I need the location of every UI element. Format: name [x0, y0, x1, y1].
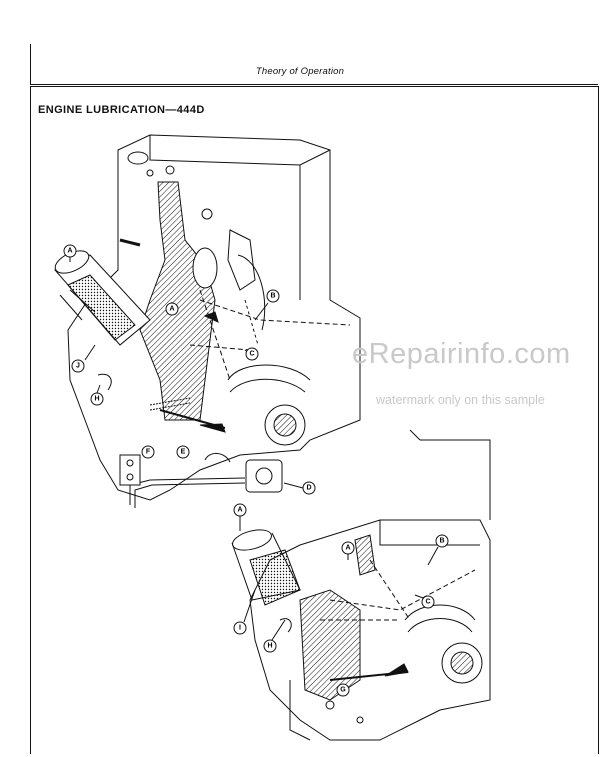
top-engine-block	[54, 134, 361, 508]
svg-text:A: A	[345, 545, 350, 552]
svg-text:A: A	[237, 507, 242, 514]
svg-text:I: I	[239, 625, 241, 632]
svg-text:A: A	[169, 306, 174, 313]
svg-text:C: C	[425, 599, 430, 606]
content-right-rule	[598, 86, 599, 754]
callout-h-top: H	[90, 392, 104, 406]
callout-h-bottom: H	[263, 639, 277, 653]
svg-text:B: B	[439, 538, 444, 545]
page-header-title: Theory of Operation	[255, 66, 345, 77]
svg-text:G: G	[340, 687, 346, 694]
callout-a-top-left: A	[63, 244, 77, 258]
svg-text:B: B	[270, 293, 275, 300]
svg-text:F: F	[146, 449, 151, 456]
callout-j-top: J	[71, 359, 85, 373]
svg-text:H: H	[94, 396, 99, 403]
top-figure-callouts: A A B C J H F E D	[63, 244, 316, 495]
callout-e-top: E	[176, 445, 190, 459]
left-rule	[30, 44, 31, 84]
callout-b-top: B	[266, 289, 280, 303]
watermark-site-text: eRepairinfo.com	[352, 338, 571, 370]
content-top-rule	[30, 86, 598, 87]
callout-c-bottom: C	[421, 595, 435, 609]
watermark-note-text: watermark only on this sample	[376, 393, 545, 407]
svg-text:E: E	[181, 449, 186, 456]
callout-i-bottom: I	[233, 621, 247, 635]
callout-a-top-center: A	[165, 302, 179, 316]
callout-a-bottom-left: A	[233, 503, 247, 517]
callout-c-top: C	[245, 347, 259, 361]
svg-text:H: H	[267, 643, 272, 650]
callout-a-bottom-center: A	[341, 541, 355, 555]
svg-text:A: A	[67, 248, 72, 255]
bottom-engine-block	[231, 429, 491, 741]
svg-text:C: C	[249, 351, 254, 358]
callout-f-top: F	[141, 445, 155, 459]
section-title: ENGINE LUBRICATION—444D	[38, 104, 205, 116]
callout-g-bottom: G	[336, 683, 350, 697]
svg-text:D: D	[306, 485, 311, 492]
header-rule	[30, 84, 598, 85]
bottom-figure-callouts: A A B C I H G	[233, 503, 449, 697]
callout-b-bottom: B	[435, 534, 449, 548]
content-left-rule	[30, 86, 31, 754]
svg-text:J: J	[76, 363, 80, 370]
callout-d-top: D	[302, 481, 316, 495]
